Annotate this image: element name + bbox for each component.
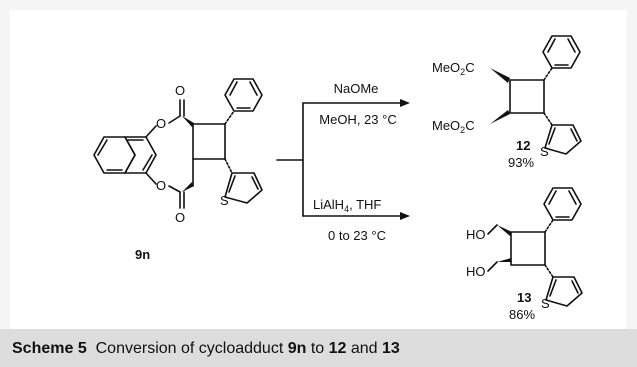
phenyl-group bbox=[543, 187, 582, 233]
hydroxyl-label: HO bbox=[466, 264, 486, 279]
compound-label-9n: 9n bbox=[135, 247, 150, 262]
yield-13: 86% bbox=[509, 307, 535, 322]
oxygen-atom: O bbox=[156, 116, 166, 131]
wedge-bond bbox=[497, 225, 512, 236]
wedge-bond bbox=[497, 258, 512, 262]
caption-compound: 9n bbox=[287, 340, 307, 357]
arrow-head-top bbox=[400, 99, 410, 107]
thiophene-group: S bbox=[540, 112, 582, 159]
oxygen-atom: O bbox=[175, 210, 185, 225]
wedge-bond bbox=[490, 68, 510, 83]
thiophene-group: S bbox=[220, 158, 263, 208]
naphthalene-ring bbox=[93, 136, 157, 174]
bottom-reagent: LiAlH4, THF bbox=[313, 197, 381, 214]
compound-9n: O O O O bbox=[93, 78, 263, 262]
compound-label-12: 12 bbox=[516, 138, 530, 153]
caption-text: and bbox=[346, 340, 383, 357]
bottom-conditions: 0 to 23 °C bbox=[328, 228, 386, 243]
compound-label-13: 13 bbox=[517, 290, 531, 305]
yield-12: 93% bbox=[508, 155, 534, 170]
oxygen-atom: O bbox=[175, 83, 185, 98]
wedge-bond bbox=[182, 182, 194, 192]
wedge-bond bbox=[490, 110, 510, 124]
cyclobutane-ring bbox=[192, 123, 226, 160]
phenyl-group bbox=[542, 35, 581, 81]
cyclobutane-ring bbox=[510, 231, 546, 266]
scheme-caption: Scheme 5 Conversion of cycloadduct 9n to… bbox=[12, 340, 400, 358]
caption-label: Scheme 5 bbox=[12, 340, 87, 357]
compound-12: MeO2C MeO2C S 12 93% bbox=[432, 35, 582, 170]
top-reagent: NaOMe bbox=[334, 81, 379, 96]
compound-13: HO HO S 13 86% bbox=[466, 187, 583, 322]
top-conditions: MeOH, 23 °C bbox=[319, 112, 396, 127]
thiophene-group: S bbox=[541, 264, 583, 311]
wedge-bond bbox=[182, 116, 194, 127]
arrow-head-bottom bbox=[400, 212, 410, 220]
sulfur-atom: S bbox=[540, 144, 549, 159]
phenyl-group bbox=[224, 78, 263, 125]
caption-compound: 13 bbox=[382, 340, 400, 357]
caption-text: Conversion of cycloadduct bbox=[95, 340, 288, 357]
caption-bar bbox=[0, 329, 637, 367]
ester-label: MeO2C bbox=[432, 60, 475, 77]
caption-text: to bbox=[306, 340, 329, 357]
caption-compound: 12 bbox=[328, 340, 347, 357]
hydroxyl-label: HO bbox=[466, 227, 486, 242]
cyclobutane-ring bbox=[509, 79, 545, 114]
reaction-arrows bbox=[276, 99, 410, 220]
oxygen-atom: O bbox=[156, 178, 166, 193]
sulfur-atom: S bbox=[220, 193, 229, 208]
sulfur-atom: S bbox=[541, 296, 550, 311]
ester-label: MeO2C bbox=[432, 118, 475, 135]
